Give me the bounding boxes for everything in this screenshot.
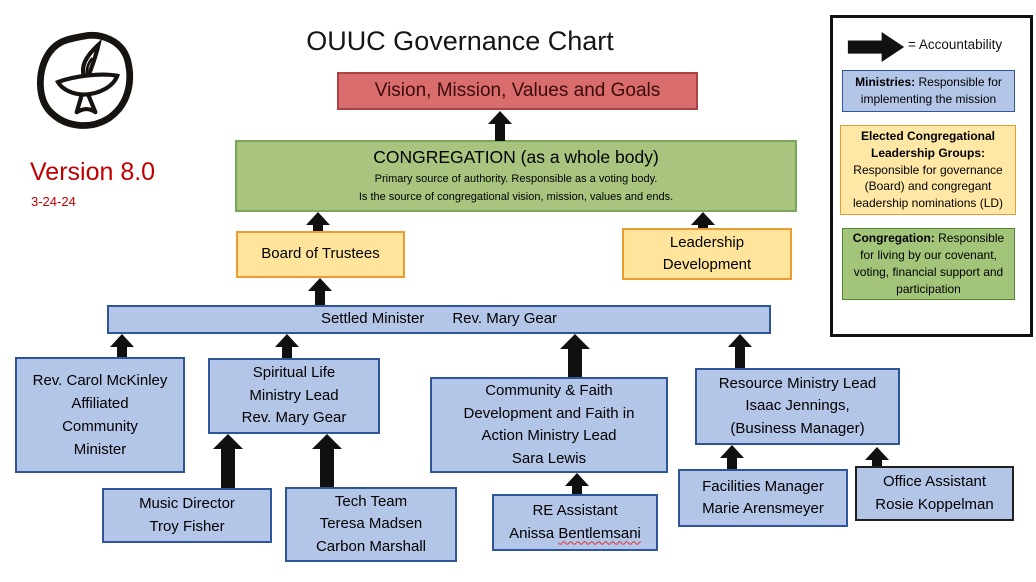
node-music-director: Music Director Troy Fisher <box>102 488 272 543</box>
congregation-subtext-2: Is the source of congregational vision, … <box>358 190 674 203</box>
arrow-affiliated-to-minister <box>110 334 134 357</box>
congregation-title: CONGREGATION (as a whole body) <box>373 147 659 168</box>
arrow-community-to-minister <box>560 334 590 377</box>
arrow-office-to-resource <box>865 447 889 466</box>
arrow-spiritual-to-minister <box>275 334 299 358</box>
node-affiliated-community-minister: Rev. Carol McKinley Affiliated Community… <box>15 357 185 473</box>
node-re-assistant: RE Assistant Anissa Bentlemsani <box>492 494 658 551</box>
node-office-assistant: Office Assistant Rosie Koppelman <box>855 466 1014 521</box>
node-resource-ministry: Resource Ministry Lead Isaac Jennings, (… <box>695 368 900 445</box>
accountability-arrow-icon <box>847 32 905 62</box>
arrow-leadership-to-congregation <box>691 212 715 228</box>
arrow-resource-to-minister <box>728 334 752 368</box>
arrow-board-to-congregation <box>306 212 330 231</box>
spellcheck-underline: Bentlemsani <box>558 524 641 542</box>
node-congregation: CONGREGATION (as a whole body) Primary s… <box>235 140 797 212</box>
node-facilities-manager: Facilities Manager Marie Arensmeyer <box>678 469 848 527</box>
re-assistant-name: Anissa Bentlemsani <box>509 524 641 542</box>
version-label: Version 8.0 <box>30 158 156 186</box>
settled-minister-name: Rev. Mary Gear <box>452 310 558 328</box>
arrow-music-to-spiritual <box>213 434 243 488</box>
node-tech-team: Tech Team Teresa Madsen Carbon Marshall <box>285 487 457 562</box>
uu-chalice-logo-icon <box>33 26 137 141</box>
node-vision-mission-values: Vision, Mission, Values and Goals <box>337 72 698 110</box>
node-leadership-development: Leadership Development <box>622 228 792 280</box>
page-title: OUUC Governance Chart <box>306 26 614 56</box>
arrow-re-to-community <box>565 473 589 494</box>
node-spiritual-life-ministry: Spiritual Life Ministry Lead Rev. Mary G… <box>208 358 380 434</box>
arrow-congregation-to-vision <box>488 111 512 141</box>
settled-minister-role: Settled Minister <box>320 310 425 328</box>
legend-congregation: Congregation: Responsible for living by … <box>842 228 1015 300</box>
node-community-faith-ministry: Community & Faith Development and Faith … <box>430 377 668 473</box>
legend-ministries: Ministries: Responsible for implementing… <box>842 70 1015 112</box>
node-settled-minister: Settled Minister Rev. Mary Gear <box>107 305 771 334</box>
arrow-facilities-to-resource <box>720 445 744 469</box>
congregation-subtext-1: Primary source of authority. Responsible… <box>374 172 658 185</box>
arrow-tech-to-spiritual <box>312 434 342 487</box>
accountability-label: = Accountability <box>908 37 1003 52</box>
version-date: 3-24-24 <box>31 194 76 209</box>
legend-elected-groups: Elected Congregational Leadership Groups… <box>840 125 1016 215</box>
arrow-minister-to-board <box>308 278 332 305</box>
node-board-of-trustees: Board of Trustees <box>236 231 405 278</box>
